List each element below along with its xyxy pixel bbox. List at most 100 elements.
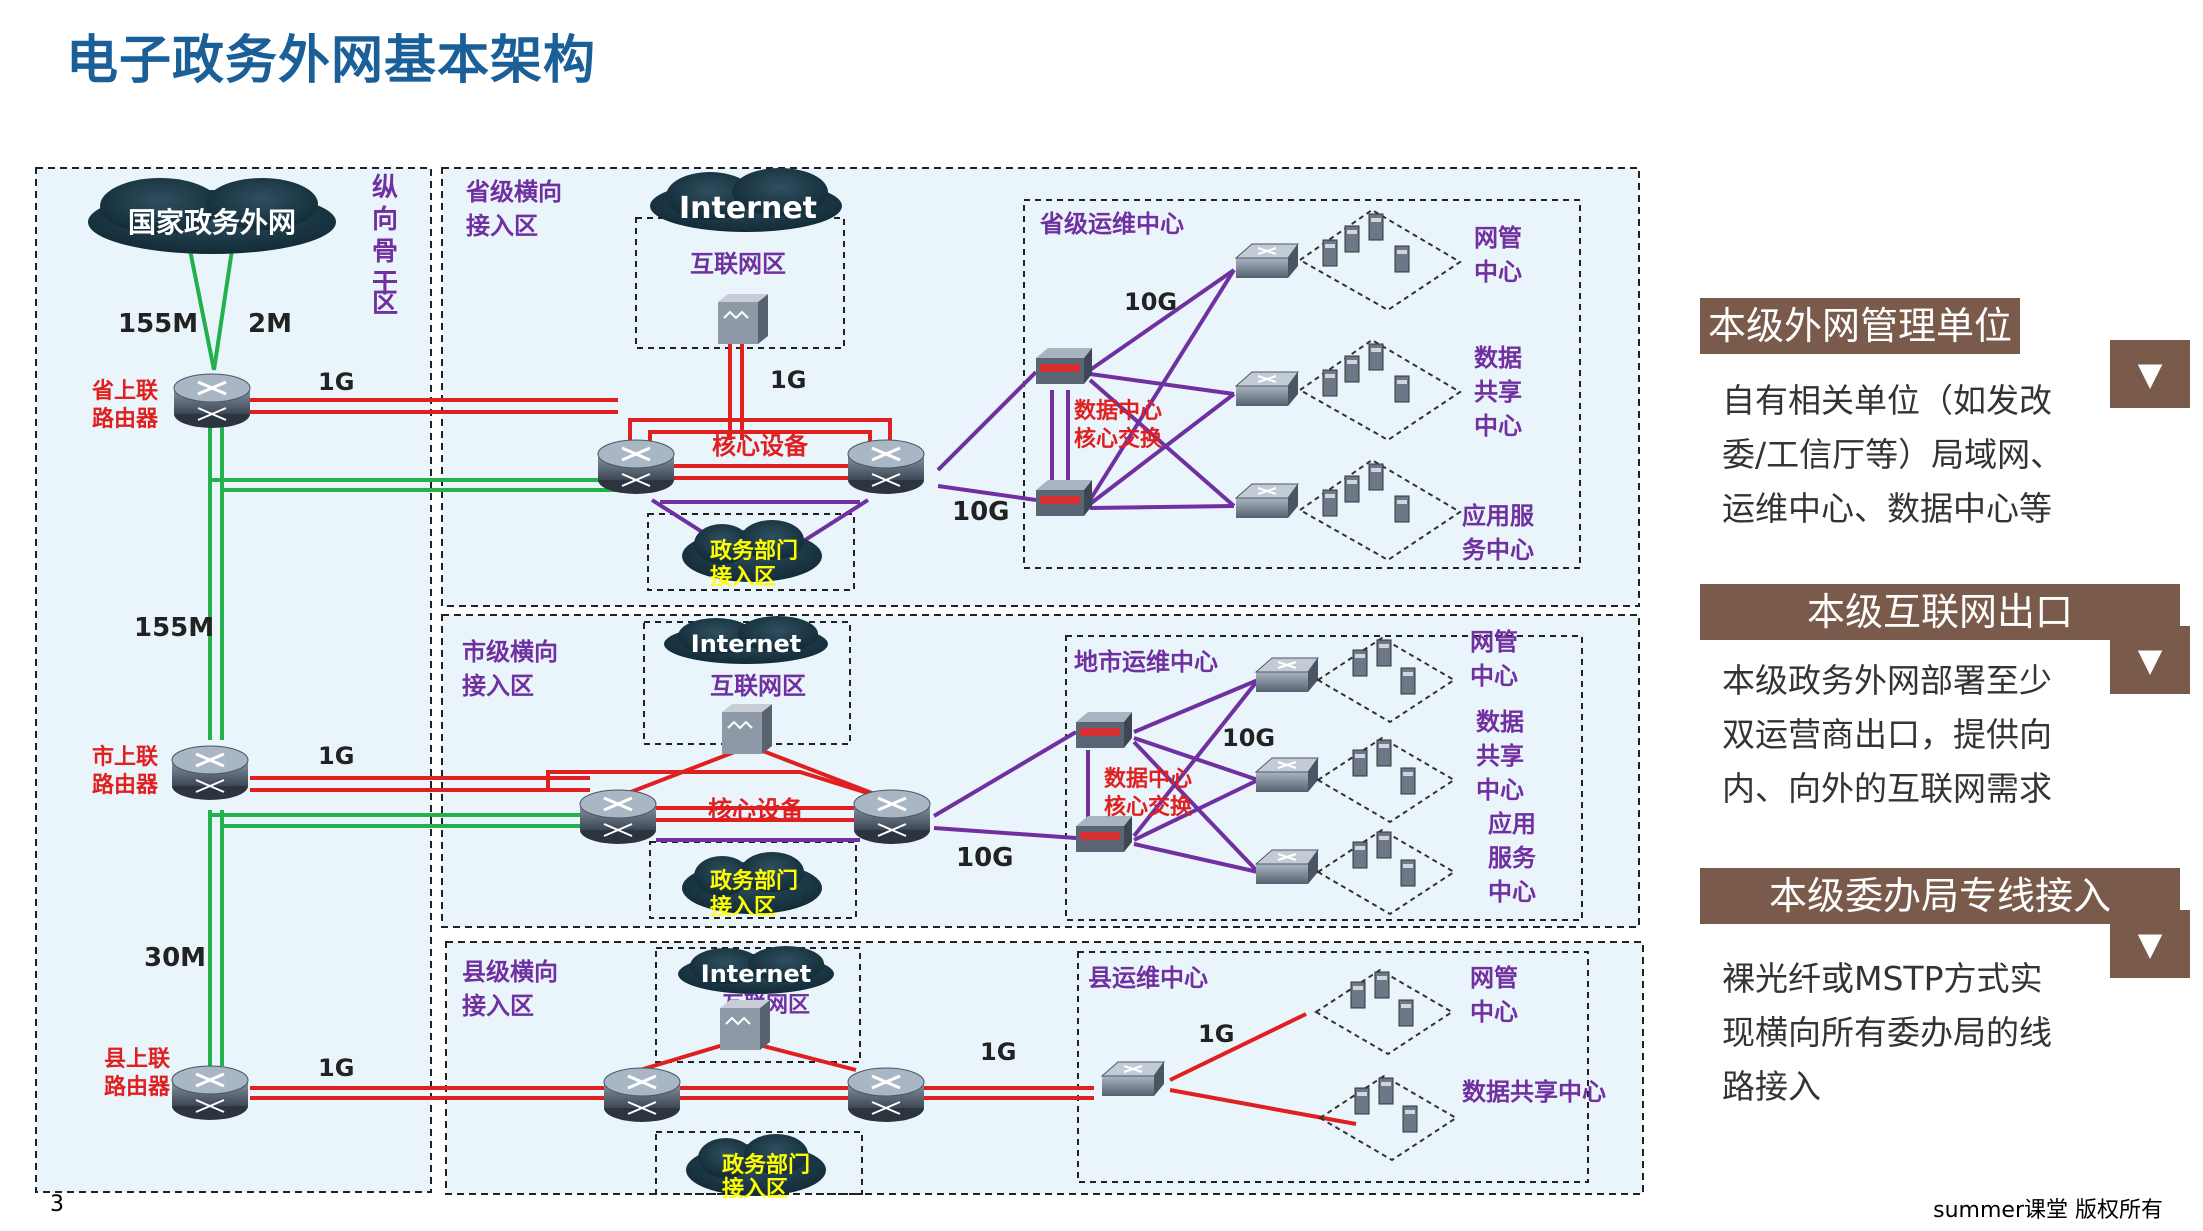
province-dept-box bbox=[647, 513, 855, 591]
svg-text:数据共享中心: 数据共享中心 bbox=[1462, 1078, 1606, 1106]
county-center-labels: 网管 中心 数据共享中心 bbox=[1462, 964, 1606, 1106]
svg-text:接入区: 接入区 bbox=[466, 212, 538, 240]
city-dept-label: 政务部门 接入区 bbox=[710, 868, 798, 920]
province-uplink-router bbox=[172, 372, 252, 430]
province-firewall bbox=[717, 293, 769, 345]
province-router-label-2: 路由器 bbox=[92, 406, 159, 432]
city-bw-dc-top-label: 10G bbox=[1222, 724, 1275, 752]
province-ops-label: 省级运维中心 bbox=[1039, 210, 1184, 238]
svg-text:接入区: 接入区 bbox=[710, 565, 776, 590]
province-center-2-c: 中心 bbox=[1474, 412, 1522, 440]
province-inet-zone-label: 互联网区 bbox=[690, 250, 786, 278]
province-bw-up-label: 1G bbox=[318, 368, 354, 396]
city-dc-core-label: 数据中心 核心交换 bbox=[1104, 766, 1193, 820]
county-dept-label: 政务部门 接入区 bbox=[722, 1152, 810, 1202]
city-internet-cloud: Internet bbox=[664, 616, 828, 664]
svg-text:中心: 中心 bbox=[1488, 878, 1536, 906]
side-text-3: 裸光纤或MSTP方式实现横向所有委办局的线路接入 bbox=[1722, 959, 2052, 1106]
county-router-label-1: 县上联 bbox=[104, 1047, 170, 1072]
side-heading-3: 本级委办局专线接入 bbox=[1700, 868, 2180, 924]
city-uplink-router bbox=[170, 744, 250, 802]
svg-text:政务部门: 政务部门 bbox=[722, 1152, 810, 1178]
svg-text:接入区: 接入区 bbox=[462, 672, 534, 700]
province-center-1-a: 网管 bbox=[1474, 224, 1522, 252]
svg-text:共享: 共享 bbox=[1476, 742, 1524, 770]
green-links bbox=[188, 249, 616, 1066]
city-router-label-2: 路由器 bbox=[92, 772, 159, 798]
county-bw-up-label: 1G bbox=[318, 1054, 354, 1082]
city-dc-switch-1 bbox=[1076, 712, 1132, 748]
county-zone bbox=[445, 941, 1644, 1195]
side-heading-1: 本级外网管理单位 bbox=[1700, 298, 2020, 354]
side-text-2: 本级政务外网部署至少双运营商出口，提供向内、向外的互联网需求 bbox=[1722, 661, 2052, 808]
svg-text:应用: 应用 bbox=[1488, 810, 1536, 838]
city-core-router-2 bbox=[852, 788, 932, 846]
bw-155m-label: 155M bbox=[118, 309, 198, 339]
province-dc-core-label: 数据中心 核心交换 bbox=[1074, 398, 1163, 452]
chevron-down-icon: ▼ bbox=[2110, 340, 2190, 408]
city-server-groups bbox=[1316, 636, 1456, 916]
national-cloud-label: 国家政务外网 bbox=[128, 206, 296, 239]
county-zone-label: 县级横向 接入区 bbox=[462, 958, 558, 1020]
svg-text:省级横向: 省级横向 bbox=[465, 178, 562, 206]
province-bw-dc-label: 10G bbox=[952, 497, 1010, 527]
router-labels: 省上联 路由器 市上联 路由器 县上联 路由器 bbox=[91, 379, 171, 1100]
province-server-groups bbox=[1298, 208, 1462, 562]
city-inet-zone-label: 互联网区 bbox=[710, 672, 806, 700]
county-core-router-2 bbox=[846, 1066, 926, 1124]
county-server-groups bbox=[1314, 968, 1458, 1162]
bw-2m-label: 2M bbox=[248, 309, 292, 339]
county-ops-label: 县运维中心 bbox=[1088, 964, 1208, 992]
svg-text:接入区: 接入区 bbox=[722, 1177, 788, 1202]
svg-text:中心: 中心 bbox=[1476, 776, 1524, 804]
svg-text:市级横向: 市级横向 bbox=[462, 638, 558, 666]
city-ops-box bbox=[1065, 635, 1583, 921]
page-title: 电子政务外网基本架构 bbox=[66, 31, 597, 91]
county-internet-box bbox=[655, 947, 861, 1063]
city-router-label-1: 市上联 bbox=[92, 744, 158, 770]
purple-links bbox=[650, 268, 1260, 874]
svg-text:政务部门: 政务部门 bbox=[710, 868, 798, 894]
county-bw-ops-label: 1G bbox=[980, 1038, 1016, 1066]
province-core-label: 核心设备 bbox=[712, 432, 809, 460]
red-links bbox=[250, 338, 1357, 1126]
province-core-router-1 bbox=[596, 438, 676, 496]
province-dc-switch-2 bbox=[1036, 480, 1092, 516]
svg-text:网管: 网管 bbox=[1470, 964, 1518, 992]
svg-text:数据: 数据 bbox=[1476, 708, 1524, 736]
province-center-3-a: 应用服 bbox=[1462, 502, 1535, 530]
svg-text:接入区: 接入区 bbox=[710, 895, 776, 920]
city-center-labels: 网管 中心 数据 共享 中心 应用 服务 中心 bbox=[1470, 628, 1537, 906]
province-center-labels: 网管 中心 数据 共享 中心 应用服 务中心 bbox=[1462, 224, 1535, 564]
city-dc-switch-2 bbox=[1076, 816, 1132, 852]
county-internet-label: Internet bbox=[701, 960, 811, 988]
province-center-3-b: 务中心 bbox=[1462, 536, 1534, 564]
county-bw-ops2-label: 1G bbox=[1198, 1020, 1234, 1048]
province-internet-cloud: Internet bbox=[650, 168, 842, 232]
svg-text:政务部门: 政务部门 bbox=[710, 538, 798, 564]
province-center-2-b: 共享 bbox=[1474, 378, 1522, 406]
province-core-router-2 bbox=[846, 438, 926, 496]
city-zone-label: 市级横向 接入区 bbox=[462, 638, 558, 700]
svg-text:中心: 中心 bbox=[1470, 662, 1518, 690]
network-architecture-diagram: 国家政务外网 纵 向 骨 干 区 155M 2M 155M 30M 省上联 路由… bbox=[35, 167, 1644, 1202]
county-dept-box bbox=[655, 1131, 863, 1195]
backbone-zone bbox=[35, 167, 432, 1193]
city-core-router-1 bbox=[578, 788, 658, 846]
city-core-label: 核心设备 bbox=[708, 796, 805, 824]
county-router-label-2: 路由器 bbox=[104, 1074, 171, 1100]
province-bw-dc-top-label: 10G bbox=[1124, 288, 1177, 316]
province-center-2-a: 数据 bbox=[1474, 344, 1522, 372]
city-internet-label: Internet bbox=[691, 630, 801, 658]
svg-text:核心交换: 核心交换 bbox=[1074, 426, 1163, 452]
svg-text:数据中心: 数据中心 bbox=[1104, 766, 1192, 792]
page-number: 3 bbox=[50, 1192, 64, 1217]
county-core-router-1 bbox=[602, 1066, 682, 1124]
county-firewall bbox=[719, 999, 771, 1051]
svg-text:服务: 服务 bbox=[1488, 844, 1537, 872]
county-ops-box bbox=[1077, 951, 1589, 1183]
province-internet-label: Internet bbox=[679, 191, 817, 226]
svg-text:县级横向: 县级横向 bbox=[462, 958, 558, 986]
city-ops-label: 地市运维中心 bbox=[1074, 648, 1218, 676]
province-dc-switch-1 bbox=[1036, 348, 1092, 384]
